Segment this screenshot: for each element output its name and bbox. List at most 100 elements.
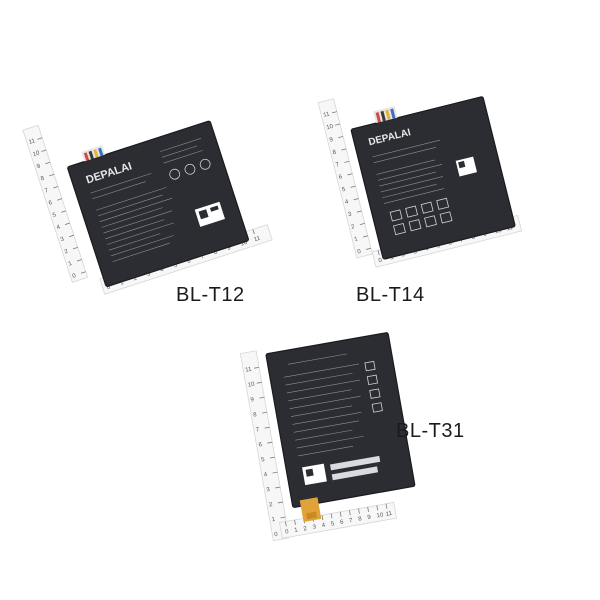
ruler-number: 7	[200, 254, 206, 261]
ruler-number: 6	[448, 240, 453, 247]
ruler-number: 4	[321, 523, 326, 530]
battery-body	[67, 121, 249, 287]
ruler-number: 0	[285, 529, 290, 536]
ruler-tick	[65, 222, 71, 225]
ruler-number: 3	[348, 211, 353, 218]
ruler-number: 8	[40, 176, 46, 183]
ruler-tick	[80, 271, 86, 274]
ruler-number: 3	[60, 236, 66, 243]
ruler-tick	[37, 137, 43, 140]
ruler-tick	[362, 235, 368, 238]
ruler-number: 4	[425, 246, 430, 253]
ruler-vertical	[239, 350, 290, 542]
ruler-tick	[344, 160, 350, 163]
ruler-tick	[285, 521, 287, 527]
ruler-tick	[267, 441, 273, 444]
ruler-tick	[367, 506, 369, 512]
ruler-tick	[57, 198, 63, 201]
model-label-bl-t31: BL-T31	[396, 420, 465, 442]
ruler-number: 11	[323, 111, 331, 118]
ruler-number: 8	[332, 149, 337, 156]
qr-code-icon	[455, 156, 477, 177]
ruler-number: 8	[471, 234, 476, 241]
ruler-number: 8	[358, 516, 363, 523]
ruler-number: 9	[329, 137, 334, 144]
ruler-number: 5	[173, 262, 179, 269]
ruler-tick	[353, 198, 359, 201]
ruler-number: 9	[250, 397, 255, 404]
ruler-tick	[259, 396, 265, 399]
ruler-number: 3	[146, 271, 152, 278]
ruler-number: 8	[253, 412, 258, 419]
ruler-tick	[275, 486, 281, 489]
label-print	[284, 353, 383, 457]
ruler-number: 10	[240, 240, 249, 248]
ruler-number: 0	[378, 258, 383, 265]
ruler-number: 5	[331, 521, 336, 528]
ruler-tick	[377, 250, 380, 256]
label-print	[372, 139, 453, 236]
ruler-tick	[252, 229, 255, 235]
ruler-horizontal	[279, 501, 398, 539]
ruler-vertical	[22, 124, 89, 283]
ruler-number: 9	[367, 515, 372, 522]
ruler-tick	[338, 136, 344, 139]
ruler-number: 10	[494, 228, 503, 236]
ruler-number: 11	[253, 235, 261, 243]
ruler-tick	[76, 259, 82, 262]
ruler-tick	[45, 161, 51, 165]
ruler-tick	[280, 516, 286, 519]
ruler-number: 1	[271, 517, 276, 524]
ruler-number: 7	[44, 188, 50, 195]
ruler-number: 9	[36, 163, 42, 170]
ruler-number: 11	[28, 138, 36, 146]
ruler-number: 2	[303, 526, 308, 533]
ruler-number: 6	[338, 174, 343, 181]
ruler-number: 1	[120, 280, 126, 287]
ruler-tick	[330, 513, 333, 519]
ruler-tick	[331, 111, 337, 114]
ruler-tick	[53, 186, 59, 189]
ruler-vertical	[317, 98, 373, 259]
ruler-number: 1	[390, 255, 395, 262]
ruler-tick	[264, 426, 270, 429]
ruler-tick	[41, 149, 47, 152]
ruler-tick	[347, 173, 353, 176]
ruler-number: 6	[340, 519, 345, 526]
ruler-tick	[341, 148, 347, 151]
battery-body	[266, 332, 415, 508]
model-label-bl-t14: BL-T14	[356, 284, 425, 306]
ruler-tick	[356, 210, 362, 213]
model-label-bl-t12: BL-T12	[176, 284, 245, 306]
ruler-number: 2	[351, 224, 356, 231]
ruler-number: 7	[349, 518, 354, 525]
ruler-tick	[261, 411, 268, 414]
ruler-tick	[272, 471, 278, 474]
ruler-tick	[376, 505, 379, 511]
ruler-tick	[68, 234, 74, 238]
ruler-number: 5	[341, 187, 346, 194]
ruler-number: 6	[48, 200, 54, 207]
ruler-number: 2	[269, 502, 274, 509]
ruler-tick	[321, 514, 324, 521]
ruler-number: 4	[263, 472, 268, 479]
ruler-number: 7	[255, 427, 260, 434]
ruler-number: 3	[413, 249, 418, 256]
ruler-tick	[335, 123, 341, 126]
ruler-number: 1	[354, 236, 359, 243]
ruler-number: 4	[56, 224, 62, 231]
ruler-tick	[349, 510, 351, 516]
qr-code-icon	[302, 463, 327, 486]
ruler-number: 10	[326, 124, 335, 132]
ruler-number: 1	[294, 527, 299, 534]
ruler-number: 7	[460, 237, 465, 244]
ruler-tick	[269, 456, 275, 459]
ruler-number: 6	[258, 442, 263, 449]
ruler-number: 9	[483, 231, 488, 238]
ruler-number: 11	[385, 511, 393, 518]
ruler-number: 7	[335, 162, 340, 169]
ruler-number: 8	[213, 249, 219, 256]
